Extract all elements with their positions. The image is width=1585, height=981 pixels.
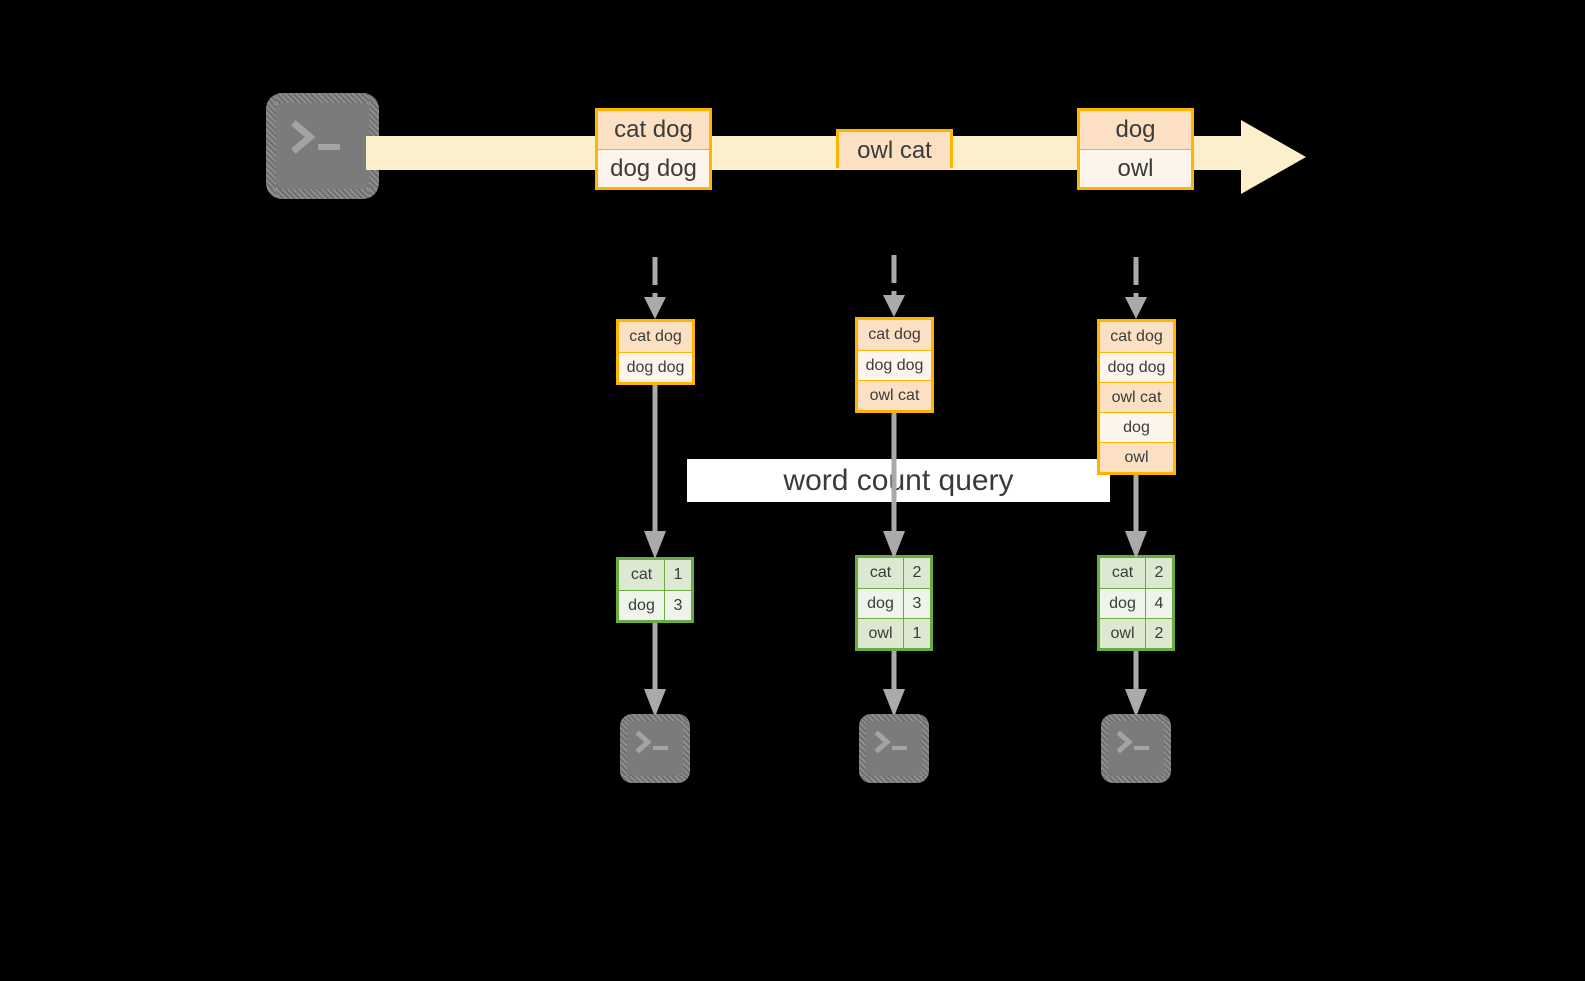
terminal-prompt-glyph [1116, 730, 1149, 754]
snapshot-2-row-2: dog dog [858, 350, 931, 380]
table-row: dog 3 [858, 588, 930, 618]
result-word: dog [619, 591, 665, 620]
snapshot-2-row-1: cat dog [858, 320, 931, 350]
stream-event-box-1: cat dog dog dog [595, 108, 712, 190]
result-count: 2 [1146, 619, 1172, 648]
snapshot-1-row-2: dog dog [619, 352, 692, 382]
query-arrow-icon-2 [883, 413, 905, 559]
result-count: 1 [904, 619, 930, 648]
query-arrow-icon-3 [1125, 475, 1147, 559]
snapshot-1-result-table: cat 1 dog 3 [616, 557, 694, 623]
snapshot-1-sink-terminal-icon [620, 714, 690, 783]
result-word: dog [858, 589, 904, 618]
snapshot-1-accumulated-box: cat dog dog dog [616, 319, 695, 385]
result-word: cat [858, 558, 904, 588]
result-count: 2 [1146, 558, 1172, 588]
snapshot-2-sink-terminal-icon [859, 714, 929, 783]
stream-event-box-2: owl cat [836, 129, 953, 170]
source-terminal-icon [266, 93, 379, 199]
table-row: dog 3 [619, 590, 691, 620]
result-word: cat [619, 560, 665, 590]
table-row: cat 2 [858, 558, 930, 588]
stream-event-1-row-1: cat dog [598, 111, 709, 149]
snapshot-3-sink-terminal-icon [1101, 714, 1171, 783]
snapshot-1-row-1: cat dog [619, 322, 692, 352]
sink-arrow-icon-1 [644, 623, 666, 717]
result-count: 2 [904, 558, 930, 588]
snapshot-3-row-3: owl cat [1100, 382, 1173, 412]
stream-event-box-3: dog owl [1077, 108, 1194, 190]
table-row: cat 1 [619, 560, 691, 590]
result-count: 3 [904, 589, 930, 618]
result-word: cat [1100, 558, 1146, 588]
terminal-prompt-glyph [291, 120, 340, 154]
stream-event-1-row-2: dog dog [598, 149, 709, 187]
table-row: owl 1 [858, 618, 930, 648]
result-count: 1 [665, 560, 691, 590]
ingest-dashed-arrow-icon-1 [644, 257, 666, 319]
table-row: dog 4 [1100, 588, 1172, 618]
table-row: cat 2 [1100, 558, 1172, 588]
terminal-prompt-glyph [635, 730, 668, 754]
query-banner: word count query [687, 459, 1110, 502]
result-word: owl [1100, 619, 1146, 648]
snapshot-2-accumulated-box: cat dog dog dog owl cat [855, 317, 934, 413]
query-banner-label: word count query [783, 463, 1014, 497]
stream-event-3-row-2: owl [1080, 149, 1191, 187]
sink-arrow-icon-2 [883, 651, 905, 717]
query-arrow-icon-1 [644, 385, 666, 559]
snapshot-2-result-table: cat 2 dog 3 owl 1 [855, 555, 933, 651]
result-word: dog [1100, 589, 1146, 618]
terminal-prompt-glyph [874, 730, 907, 754]
snapshot-3-row-4: dog [1100, 412, 1173, 442]
table-row: owl 2 [1100, 618, 1172, 648]
result-count: 4 [1146, 589, 1172, 618]
stream-event-2-row-1: owl cat [839, 132, 950, 170]
snapshot-3-result-table: cat 2 dog 4 owl 2 [1097, 555, 1175, 651]
snapshot-3-accumulated-box: cat dog dog dog owl cat dog owl [1097, 319, 1176, 475]
sink-arrow-icon-3 [1125, 651, 1147, 717]
snapshot-3-row-5: owl [1100, 442, 1173, 472]
ingest-dashed-arrow-icon-2 [883, 255, 905, 317]
snapshot-3-row-2: dog dog [1100, 352, 1173, 382]
snapshot-2-row-3: owl cat [858, 380, 931, 410]
snapshot-3-row-1: cat dog [1100, 322, 1173, 352]
stream-event-3-row-1: dog [1080, 111, 1191, 149]
ingest-dashed-arrow-icon-3 [1125, 257, 1147, 319]
result-word: owl [858, 619, 904, 648]
result-count: 3 [665, 591, 691, 620]
